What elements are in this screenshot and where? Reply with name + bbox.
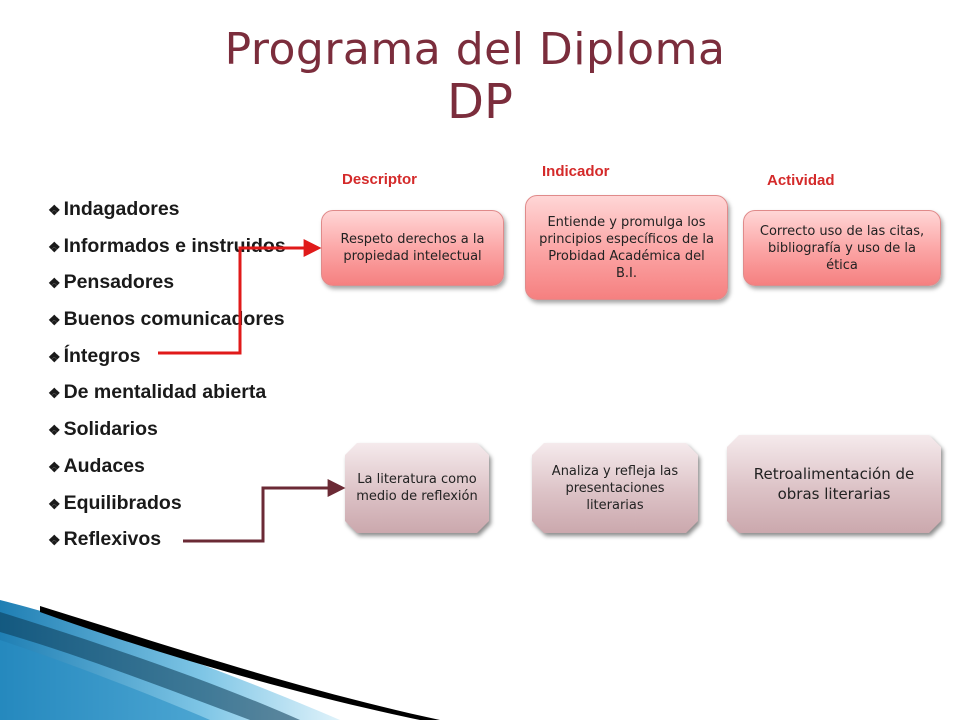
list-item: ❖Reflexivos [48,521,286,558]
list-item-label: Audaces [63,454,145,477]
list-item-label: Reflexivos [63,528,162,551]
list-item: ❖Indagadores [48,191,286,228]
column-label-descriptor: Descriptor [342,171,418,188]
list-item: ❖De mentalidad abierta [48,374,286,411]
page-subtitle: DP [447,74,513,130]
list-item: ❖Equilibrados [48,485,286,522]
list-item: ❖Informados e instruidos [48,228,286,265]
list-item-label: Pensadores [63,271,175,294]
actividad-box-2-frame: Retroalimentación de obras literarias [727,435,941,533]
list-item-label: Equilibrados [63,491,182,514]
actividad-box-2: Retroalimentación de obras literarias [727,435,941,533]
indicador-box-2: Analiza y refleja las presentaciones lit… [532,443,698,533]
descriptor-box-2-frame: La literatura como medio de reflexión [345,443,489,533]
diamond-bullet-icon: ❖ [48,385,61,402]
connector-integros-arrow [158,239,322,355]
diamond-bullet-icon: ❖ [48,238,61,255]
list-item: ❖Íntegros [48,338,286,375]
page-title: Programa del Diploma [224,24,726,75]
diamond-bullet-icon: ❖ [48,458,61,475]
list-item-label: Solidarios [63,418,158,441]
list-item: ❖Pensadores [48,264,286,301]
list-item-label: De mentalidad abierta [63,381,267,404]
list-item-label: Informados e instruidos [63,234,286,257]
descriptor-box-2: La literatura como medio de reflexión [345,443,489,533]
attribute-list: ❖Indagadores ❖Informados e instruidos ❖P… [48,191,286,558]
diamond-bullet-icon: ❖ [48,495,61,512]
column-label-indicador: Indicador [542,163,610,180]
diamond-bullet-icon: ❖ [48,532,61,549]
column-label-actividad: Actividad [767,172,835,189]
actividad-box-1: Correcto uso de las citas, bibliografía … [743,210,941,286]
list-item: ❖Buenos comunicadores [48,301,286,338]
indicador-box-2-frame: Analiza y refleja las presentaciones lit… [532,443,698,533]
diamond-bullet-icon: ❖ [48,348,61,365]
diamond-bullet-icon: ❖ [48,202,61,218]
diamond-bullet-icon: ❖ [48,312,61,329]
indicador-box-1: Entiende y promulga los principios espec… [525,195,728,300]
corner-wave-decoration [0,600,440,720]
list-item-label: Buenos comunicadores [63,308,285,331]
connector-reflexivos-arrow [183,479,346,543]
diamond-bullet-icon: ❖ [48,422,61,439]
list-item-label: Íntegros [63,344,141,367]
list-item-label: Indagadores [63,198,180,220]
list-item: ❖Audaces [48,448,286,485]
diamond-bullet-icon: ❖ [48,275,61,292]
descriptor-box-1: Respeto derechos a la propiedad intelect… [321,210,504,286]
list-item: ❖Solidarios [48,411,286,448]
